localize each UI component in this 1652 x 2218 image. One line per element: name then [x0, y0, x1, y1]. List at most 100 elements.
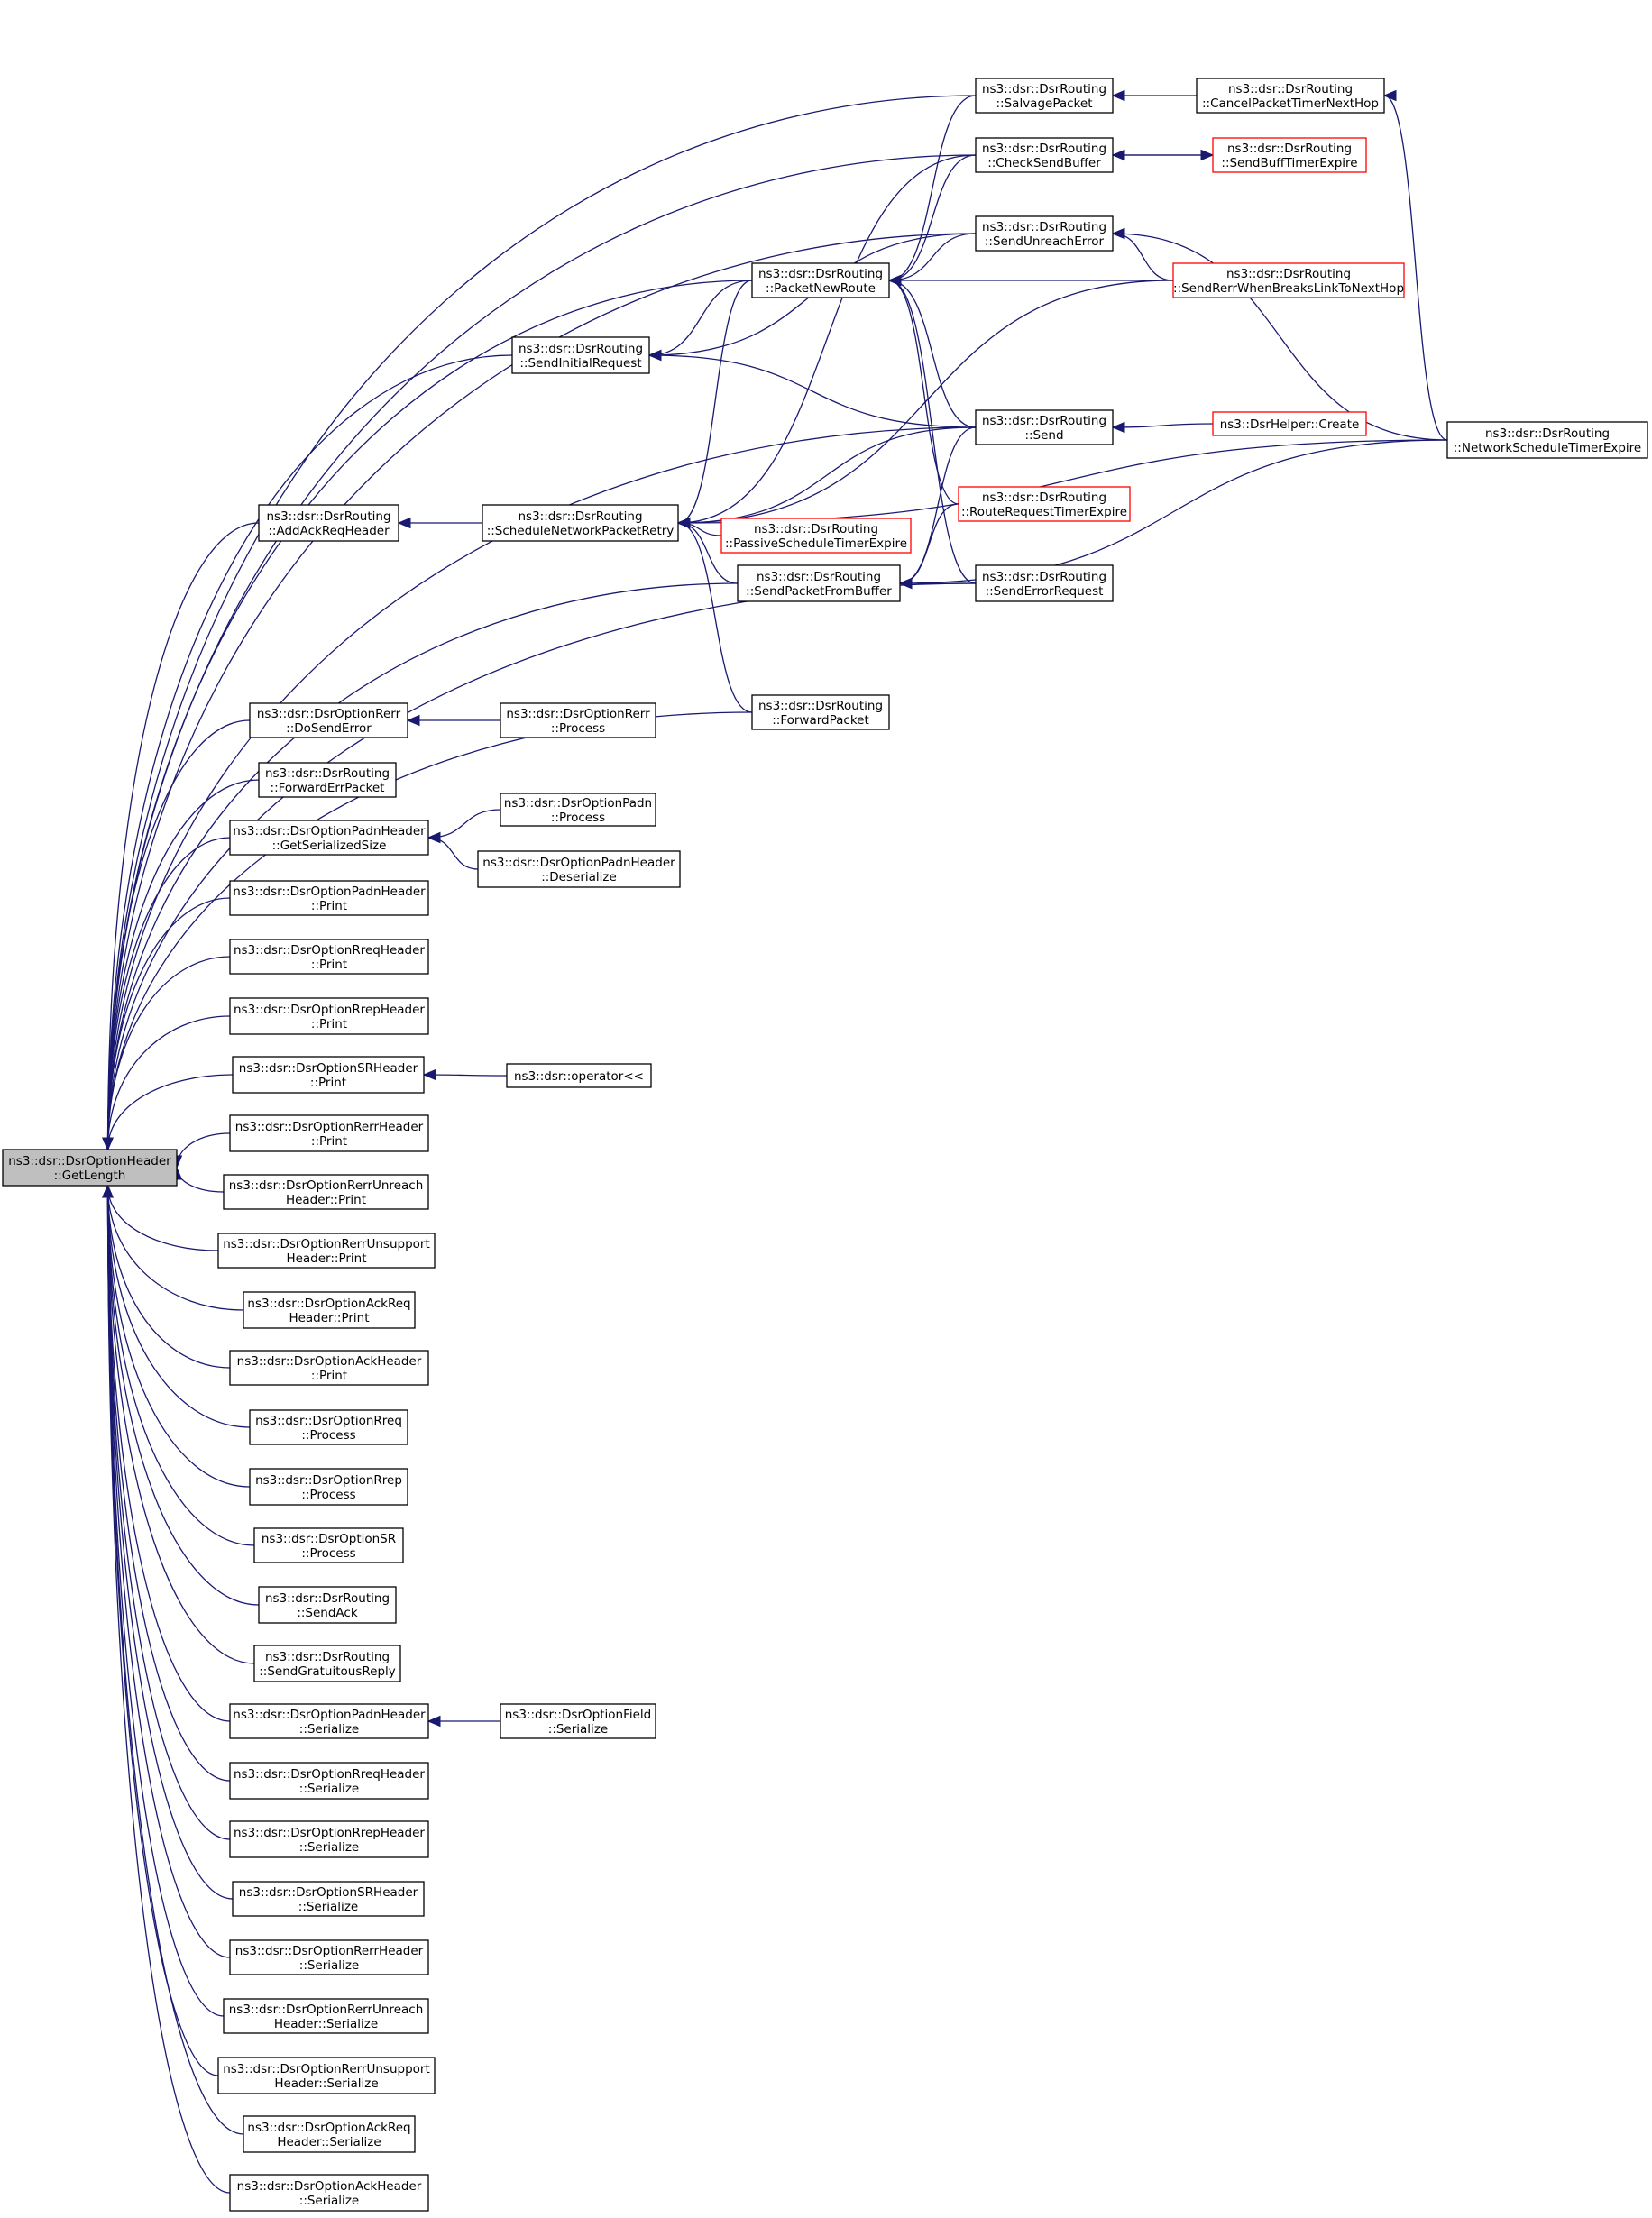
node-rerrprint[interactable]: ns3::dsr::DsrOptionRerrHeader::Print — [229, 1114, 429, 1152]
node-padnprint[interactable]: ns3::dsr::DsrOptionPadnHeader::Print — [229, 880, 429, 916]
node-label-line: ::Print — [310, 1076, 346, 1090]
node-label-line: ns3::DsrHelper::Create — [1220, 417, 1360, 432]
node-fieldser[interactable]: ns3::dsr::DsrOptionField::Serialize — [500, 1703, 656, 1739]
edge-root-ackprint — [102, 1184, 231, 1369]
node-networksched[interactable]: ns3::dsr::DsrRouting::NetworkScheduleTim… — [1446, 421, 1648, 459]
edge-root-salvage — [102, 95, 977, 1151]
node-box — [720, 518, 912, 554]
node-label-line: ns3::dsr::DsrOptionAckReq — [247, 1297, 410, 1311]
node-box — [975, 137, 1114, 173]
node-label-line: ::Process — [551, 811, 605, 825]
node-label-line: ns3::dsr::DsrOptionRreqHeader — [234, 1767, 425, 1782]
node-rrepser[interactable]: ns3::dsr::DsrOptionRrepHeader::Serialize — [229, 1820, 429, 1858]
node-helpercreate[interactable]: ns3::DsrHelper::Create — [1212, 411, 1367, 436]
node-box — [249, 1409, 408, 1445]
node-checksend[interactable]: ns3::dsr::DsrRouting::CheckSendBuffer — [975, 137, 1114, 173]
node-label-line: ns3::dsr::DsrRouting — [265, 1650, 390, 1664]
node-label-line: ns3::dsr::DsrOptionRrepHeader — [234, 1003, 425, 1017]
node-padndeser[interactable]: ns3::dsr::DsrOptionPadnHeader::Deseriali… — [477, 850, 681, 888]
arrowhead — [898, 577, 913, 590]
node-srprocess[interactable]: ns3::dsr::DsrOptionSR::Process — [253, 1527, 404, 1563]
node-label-line: ::DoSendError — [286, 721, 372, 736]
node-padnser[interactable]: ns3::dsr::DsrOptionPadnHeader::Serialize — [229, 1703, 429, 1739]
node-label-line: ::Process — [301, 1488, 355, 1502]
node-sendgratuitous[interactable]: ns3::dsr::DsrRouting::SendGratuitousRepl… — [253, 1645, 401, 1682]
node-sendinitial[interactable]: ns3::dsr::DsrRouting::SendInitialRequest — [511, 336, 650, 374]
node-padnprocess[interactable]: ns3::dsr::DsrOptionPadn::Process — [500, 793, 656, 827]
node-forwardpkt[interactable]: ns3::dsr::DsrRouting::ForwardPacket — [751, 694, 890, 730]
node-label-line: ns3::dsr::DsrRouting — [265, 1591, 390, 1606]
node-box — [223, 1998, 429, 2034]
node-box — [975, 409, 1114, 445]
edge-root-rerrunreachser — [102, 1184, 225, 2017]
edge-addackreq-schedretry — [397, 517, 482, 529]
node-label-line: ns3::dsr::DsrOptionPadn — [504, 796, 652, 811]
node-label-line: ::GetLength — [54, 1169, 126, 1183]
node-forwarderr[interactable]: ns3::dsr::DsrRouting::ForwardErrPacket — [258, 762, 397, 798]
node-schedretry[interactable]: ns3::dsr::DsrRouting::ScheduleNetworkPac… — [482, 504, 679, 542]
edge-srprint-oplshift — [422, 1068, 508, 1081]
node-rrepprocess[interactable]: ns3::dsr::DsrOptionRrep::Process — [249, 1468, 408, 1506]
node-sendpktbuf[interactable]: ns3::dsr::DsrRouting::SendPacketFromBuff… — [737, 564, 901, 602]
node-routereqtimer[interactable]: ns3::dsr::DsrRouting::RouteRequestTimerE… — [958, 486, 1131, 522]
node-sendunreach[interactable]: ns3::dsr::DsrRouting::SendUnreachError — [975, 215, 1114, 252]
node-dosenderr[interactable]: ns3::dsr::DsrOptionRerr::DoSendError — [249, 702, 408, 738]
node-passivesched[interactable]: ns3::dsr::DsrRouting::PassiveScheduleTim… — [720, 518, 912, 554]
node-label-line: ::SendBuffTimerExpire — [1221, 156, 1357, 170]
arrowhead — [427, 1715, 441, 1728]
node-box — [1172, 262, 1405, 298]
node-box — [258, 504, 399, 542]
node-rerrunsupser[interactable]: ns3::dsr::DsrOptionRerrUnsupportHeader::… — [217, 2057, 436, 2094]
node-label-line: Header::Serialize — [274, 2076, 378, 2091]
node-send[interactable]: ns3::dsr::DsrRouting::Send — [975, 409, 1114, 445]
node-rerrunreachser[interactable]: ns3::dsr::DsrOptionRerrUnreachHeader::Se… — [223, 1998, 429, 2034]
node-ackser[interactable]: ns3::dsr::DsrOptionAckHeader::Serialize — [229, 2174, 429, 2212]
node-srser[interactable]: ns3::dsr::DsrOptionSRHeader::Serialize — [232, 1881, 425, 1917]
node-ackprint[interactable]: ns3::dsr::DsrOptionAckHeader::Print — [229, 1350, 429, 1386]
node-senderrwhen[interactable]: ns3::dsr::DsrRouting::SendRerrWhenBreaks… — [1172, 262, 1405, 298]
node-cancelnext[interactable]: ns3::dsr::DsrRouting::CancelPacketTimerN… — [1196, 78, 1385, 114]
edge-salvage-cancelnext — [1111, 89, 1197, 102]
node-srprint[interactable]: ns3::dsr::DsrOptionSRHeader::Print — [232, 1056, 425, 1094]
node-label-line: ns3::dsr::DsrOptionField — [505, 1708, 651, 1722]
node-label-line: ns3::dsr::DsrOptionHeader — [8, 1154, 171, 1169]
node-padngetsize[interactable]: ns3::dsr::DsrOptionPadnHeader::GetSerial… — [229, 820, 429, 856]
node-label-line: ::Serialize — [548, 1722, 608, 1737]
arrowhead — [406, 714, 420, 727]
node-salvage[interactable]: ns3::dsr::DsrRouting::SalvagePacket — [975, 78, 1114, 114]
node-rreqprint[interactable]: ns3::dsr::DsrOptionRreqHeader::Print — [229, 939, 429, 975]
arrowhead — [427, 831, 441, 844]
node-sendack[interactable]: ns3::dsr::DsrRouting::SendAck — [258, 1586, 397, 1624]
arrowhead — [1111, 89, 1125, 102]
node-rreqser[interactable]: ns3::dsr::DsrOptionRreqHeader::Serialize — [229, 1762, 429, 1800]
node-rrepprint[interactable]: ns3::dsr::DsrOptionRrepHeader::Print — [229, 997, 429, 1035]
edge-cancelnext-networksched — [1382, 89, 1448, 441]
node-root[interactable]: ns3::dsr::DsrOptionHeader::GetLength — [2, 1149, 178, 1187]
node-label-line: ::Deserialize — [541, 870, 617, 884]
node-box — [232, 1056, 425, 1094]
node-rerrunsupprint[interactable]: ns3::dsr::DsrOptionRerrUnsupportHeader::… — [217, 1233, 436, 1269]
node-label-line: ::CheckSendBuffer — [987, 156, 1101, 170]
node-rreqprocess[interactable]: ns3::dsr::DsrOptionRreq::Process — [249, 1409, 408, 1445]
node-rerrprocess[interactable]: ns3::dsr::DsrOptionRerr::Process — [500, 702, 656, 738]
node-box — [229, 997, 429, 1035]
node-sendbufftimer[interactable]: ns3::dsr::DsrRouting::SendBuffTimerExpir… — [1212, 137, 1367, 173]
node-label-line: ns3::dsr::DsrRouting — [982, 570, 1106, 584]
node-oplshift[interactable]: ns3::dsr::operator<< — [506, 1063, 652, 1088]
node-box — [253, 1527, 404, 1563]
node-ackreqser[interactable]: ns3::dsr::DsrOptionAckReqHeader::Seriali… — [243, 2115, 416, 2153]
node-rerrser[interactable]: ns3::dsr::DsrOptionRerrHeader::Serialize — [229, 1939, 429, 1975]
node-label-line: ::Print — [311, 1134, 347, 1149]
node-rerrunreachprint[interactable]: ns3::dsr::DsrOptionRerrUnreachHeader::Pr… — [223, 1174, 429, 1210]
node-label-line: ::Send — [1024, 428, 1063, 443]
nodes-layer: ns3::dsr::DsrOptionHeader::GetLengthns3:… — [2, 78, 1648, 2212]
node-addackreq[interactable]: ns3::dsr::DsrRouting::AddAckReqHeader — [258, 504, 399, 542]
node-box — [243, 1291, 416, 1329]
arrowhead — [1111, 227, 1125, 240]
node-senderrreq[interactable]: ns3::dsr::DsrRouting::SendErrorRequest — [975, 564, 1114, 602]
node-box — [229, 880, 429, 916]
node-label-line: Header::Print — [286, 1193, 366, 1207]
node-packetnewroute[interactable]: ns3::dsr::DsrRouting::PacketNewRoute — [751, 262, 890, 298]
